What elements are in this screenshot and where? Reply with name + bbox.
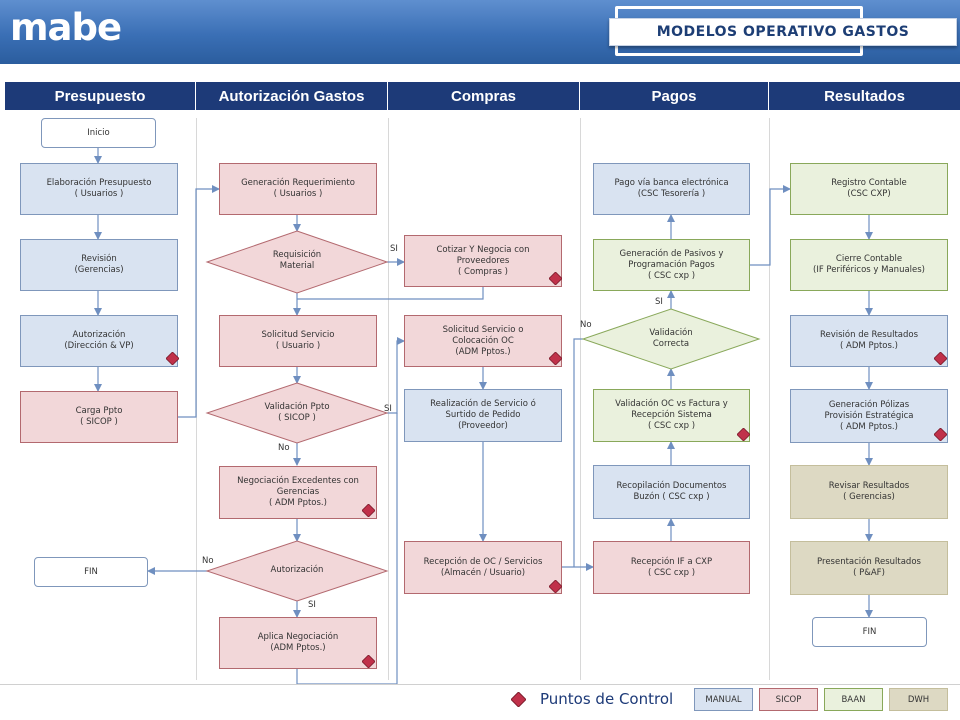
control-point-icon [362,504,375,517]
control-point-icon [362,655,375,668]
edge-label-si: SI [390,244,398,254]
process-realizacion-servicio: Realización de Servicio ó Surtido de Ped… [404,389,562,442]
edge-label-si: SI [655,297,663,307]
process-negociacion-excedentes: Negociación Excedentes con Gerencias ( A… [219,466,377,519]
control-point-icon [549,272,562,285]
decision-diamond-validacion-ppto [205,382,389,444]
decision-diamond-requisicion [205,230,389,294]
decision-label-autorizacion: Autorización [270,565,324,575]
lane-header-presupuesto: Presupuesto [5,82,196,110]
process-autorizacion: Autorización (Dirección & VP) [20,315,178,367]
decision-diamond-validacion-correcta [581,308,761,370]
legend-system-manual: MANUAL [694,688,753,711]
process-carga-ppto: Carga Ppto ( SICOP ) [20,391,178,443]
process-validacion-oc-factura: Validación OC vs Factura y Recepción Sis… [593,389,750,442]
decision-diamond-autorizacion [205,540,389,602]
edge-label-si: SI [308,600,316,610]
lane-header-resultados: Resultados [769,82,960,110]
process-cierre-contable: Cierre Contable (IF Periféricos y Manual… [790,239,948,291]
connector [750,185,791,266]
process-registro-contable: Registro Contable (CSC CXP) [790,163,948,215]
process-generacion-pasivos: Generación de Pasivos y Programación Pag… [593,239,750,291]
control-point-icon [737,428,750,441]
control-point-icon [166,352,179,365]
end-node: FIN [812,617,927,647]
edge-label-no: No [202,556,214,566]
legend-label: Puntos de Control [540,690,674,708]
lane-header-autorizacion-gastos: Autorización Gastos [196,82,388,110]
legend-system-sicop: SICOP [759,688,818,711]
process-recopilacion-documentos: Recopilación Documentos Buzón ( CSC cxp … [593,465,750,519]
start-node: Inicio [41,118,156,148]
lane-divider [388,118,389,680]
legend-system-dwh: DWH [889,688,948,711]
lane-divider [769,118,770,680]
header-bar: mabe MODELOS OPERATIVO GASTOS [0,0,960,64]
process-revision: Revisión (Gerencias) [20,239,178,291]
process-pago-banca-electronica: Pago vía banca electrónica (CSC Tesorerí… [593,163,750,215]
connector [573,338,583,567]
process-presentacion-resultados: Presentación Resultados ( P&AF) [790,541,948,595]
lane-divider [580,118,581,680]
legend-system-baan: BAAN [824,688,883,711]
mabe-logo: mabe [10,6,122,49]
decision-label-validacion-correcta: Validación Correcta [649,328,693,349]
control-point-icon [549,352,562,365]
process-solicitud-servicio-oc: Solicitud Servicio o Colocación OC (ADM … [404,315,562,367]
process-aplica-negociacion: Aplica Negociación (ADM Pptos.) [219,617,377,669]
process-elaboracion-presupuesto: Elaboración Presupuesto ( Usuarios ) [20,163,178,215]
process-cotizar-negocia: Cotizar Y Negocia con Proveedores ( Comp… [404,235,562,287]
edge-label-no: No [580,320,592,330]
edge-label-no: No [278,443,290,453]
connector [297,287,484,300]
control-point-icon [934,428,947,441]
end-node: FIN [34,557,148,587]
control-point-icon [549,580,562,593]
process-generacion-polizas: Generación Pólizas Provisión Estratégica… [790,389,948,443]
process-solicitud-servicio: Solicitud Servicio ( Usuario ) [219,315,377,367]
process-revision-resultados: Revisión de Resultados ( ADM Pptos.) [790,315,948,367]
page-title: MODELOS OPERATIVO GASTOS [609,18,957,46]
connector [178,185,220,418]
control-point-icon [511,692,526,707]
lane-header-pagos: Pagos [580,82,769,110]
process-recepcion-oc: Recepción de OC / Servicios (Almacén / U… [404,541,562,594]
lane-header-compras: Compras [388,82,580,110]
process-recepcion-if: Recepción IF a CXP ( CSC cxp ) [593,541,750,594]
connector [387,337,405,414]
edge-label-si: SI [384,404,392,414]
decision-label-requisicion: Requisición Material [272,250,322,271]
decision-label-validacion-ppto: Validación Ppto ( SICOP ) [264,402,330,423]
process-generacion-requerimiento: Generación Requerimiento ( Usuarios ) [219,163,377,215]
process-revisar-resultados: Revisar Resultados ( Gerencias) [790,465,948,519]
legend-divider [0,684,960,685]
control-point-icon [934,352,947,365]
